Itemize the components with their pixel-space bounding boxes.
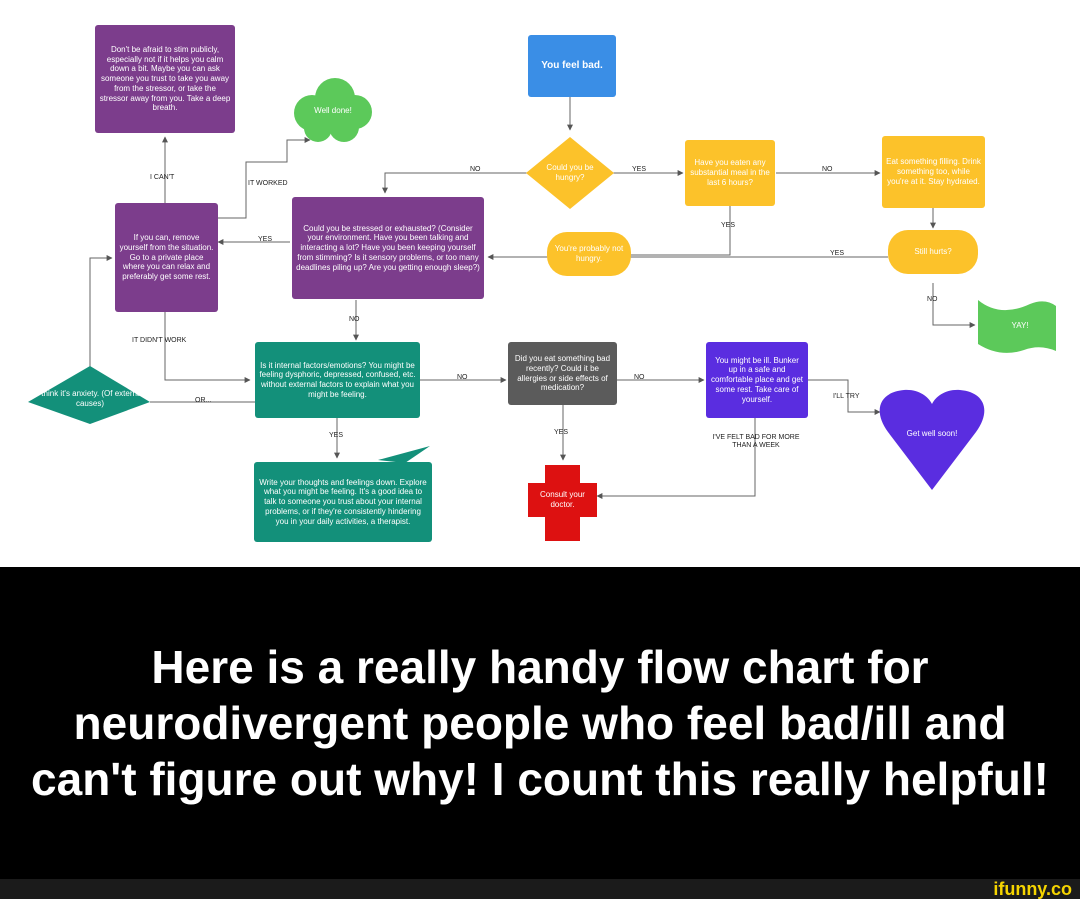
flowchart-connectors [28,78,1056,541]
anxiety-text: I think it's anxiety. (Of external cause… [36,389,144,408]
write-thoughts-box: Write your thoughts and feelings down. E… [254,462,432,542]
hungry-text: Could you be hungry? [546,163,594,182]
internal-box: Is it internal factors/emotions? You mig… [255,342,420,418]
might-be-ill-box: You might be ill. Bunker up in a safe an… [706,342,808,418]
label-yes-internal: YES [329,432,344,439]
label-no-still: NO [927,296,938,303]
footer-bar [0,879,1080,899]
ifunny-watermark: ifunny.co [993,878,1072,899]
you-feel-bad-box: You feel bad. [528,35,616,97]
consult-text: Consult your doctor. [540,490,585,509]
label-yes-eat: YES [554,429,569,436]
label-yes-still: YES [830,250,845,257]
label-yes-hungry: YES [632,166,647,173]
eat-filling-box: Eat something filling. Drink something t… [882,136,985,208]
label-it-worked: IT WORKED [248,180,288,187]
caption-banner: Here is a really handy flow chart for ne… [0,567,1080,879]
still-hurts-shape [888,230,978,274]
caption-text: Here is a really handy flow chart for ne… [31,640,1049,806]
flowchart: Don't be afraid to stim publicly, especi… [28,25,1056,542]
label-no-stressed: NO [349,316,360,323]
remove-yourself-box: If you can, remove yourself from the sit… [115,203,218,312]
get-well-heart [879,389,985,490]
well-done-text: Well done! [314,106,352,116]
label-i-cant: I CAN'T [150,174,175,181]
eaten-box: Have you eaten any substantial meal in t… [685,140,775,206]
label-yes-stressed: YES [258,236,273,243]
get-well-text: Get well soon! [906,429,958,439]
stressed-box: Could you be stressed or exhausted? (Con… [292,197,484,299]
well-done-cloud [294,78,372,142]
not-hungry-shape [547,232,631,276]
consult-cross [528,465,597,541]
anxiety-diamond [28,366,150,424]
label-ill-try: I'LL TRY [833,393,860,400]
label-it-didnt-work: IT DIDN'T WORK [132,337,187,344]
label-felt-bad: I'VE FELT BAD FOR MORE THAN A WEEK [712,434,800,450]
yay-flag [978,300,1056,353]
label-or: OR... [195,397,212,404]
label-no-hungry: NO [470,166,481,173]
yay-text: YAY! [1011,321,1029,331]
write-speech-tail [378,446,430,463]
label-yes-eaten: YES [721,222,736,229]
label-no-eaten: NO [822,166,833,173]
label-no-eat: NO [634,374,645,381]
still-hurts-text: Still hurts? [914,247,952,257]
stim-publicly-box: Don't be afraid to stim publicly, especi… [95,25,235,133]
not-hungry-text: You're probably not hungry. [554,244,624,263]
eat-something-box: Did you eat something bad recently? Coul… [508,342,617,405]
label-no-internal: NO [457,374,468,381]
hungry-diamond [526,137,614,209]
